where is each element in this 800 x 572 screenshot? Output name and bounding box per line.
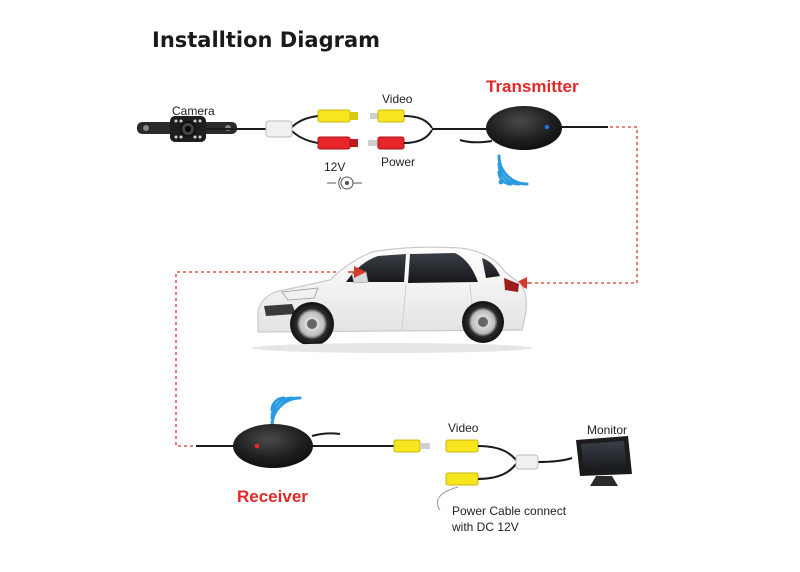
camera-label: Camera: [172, 104, 215, 118]
video-label-top: Video: [382, 92, 413, 106]
power-label-top: Power: [381, 155, 416, 169]
receiver-label: Receiver: [237, 487, 308, 506]
monitor-video-connector: [445, 439, 479, 453]
camera-power-connector: [317, 136, 358, 150]
monitor-label: Monitor: [587, 423, 628, 437]
monitor-power-connector: [445, 472, 479, 486]
car: [252, 246, 532, 353]
power-note-line-2: with DC 12V: [452, 520, 519, 534]
camera-cable: [206, 115, 319, 144]
voltage-label: 12V: [324, 160, 346, 174]
transmitter-video-plug: [370, 109, 405, 123]
camera-video-connector: [317, 109, 358, 123]
receiver-cable: [196, 432, 394, 447]
receive-wifi-icon: [270, 396, 302, 428]
camera-splitter: [265, 120, 293, 138]
monitor-cable: [477, 445, 573, 480]
video-label-bottom: Video: [448, 421, 479, 435]
polarity-symbol-icon: [327, 176, 362, 190]
monitor-splitter: [515, 454, 539, 470]
transmitter-power-plug: [368, 136, 405, 150]
camera: [137, 116, 237, 142]
signal-link-right: [525, 126, 638, 284]
page-title: Installtion Diagram: [152, 28, 381, 52]
receiver-video-plug: [393, 439, 430, 453]
receiver-device: [233, 424, 313, 468]
transmitter-cable: [403, 115, 608, 144]
transmit-wifi-icon: [497, 154, 529, 186]
monitor: [576, 436, 632, 486]
transmitter-label: Transmitter: [486, 77, 579, 96]
signal-link-left: [175, 271, 348, 447]
power-note-pointer: [436, 486, 459, 511]
transmitter-device: [486, 106, 562, 150]
power-note-line-1: Power Cable connect: [452, 504, 567, 518]
